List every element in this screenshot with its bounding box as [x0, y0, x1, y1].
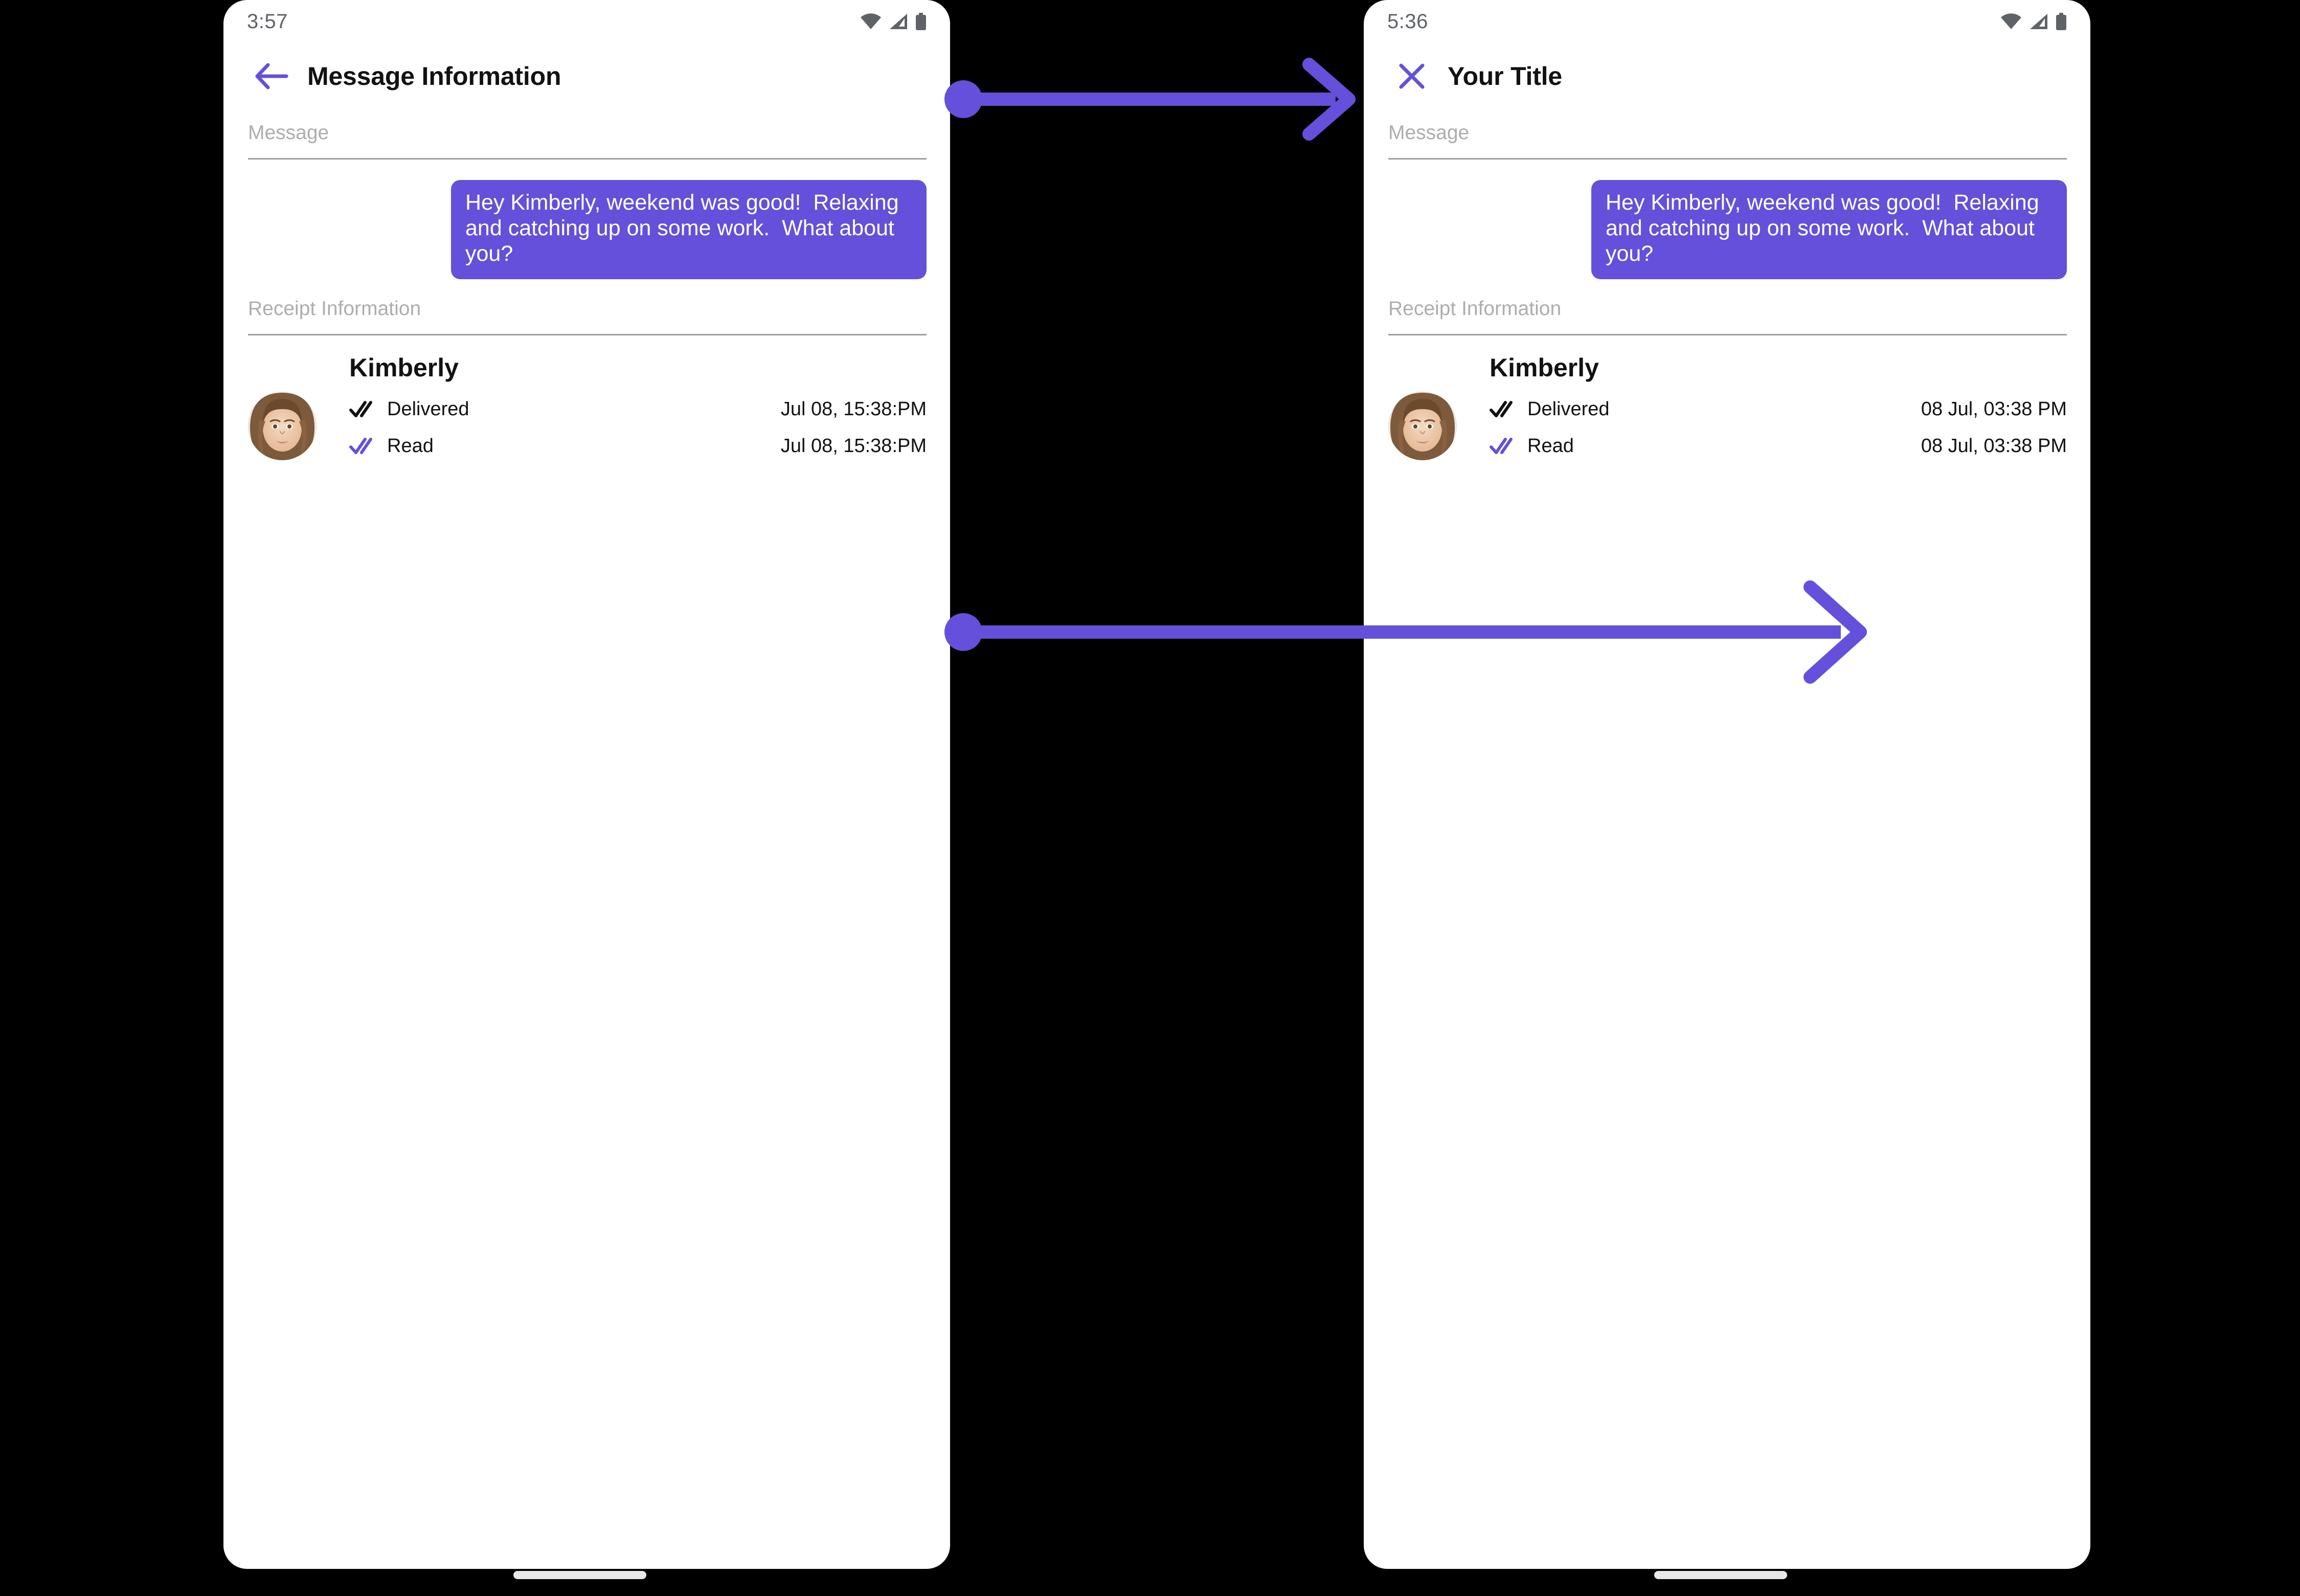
receipt-status-label: Read — [1527, 435, 1574, 457]
home-indicator — [1654, 1571, 1787, 1579]
receipt-rows: Delivered 08 Jul, 03:38 PM Read 08 Jul, … — [1490, 391, 2067, 464]
back-arrow-icon — [255, 63, 288, 89]
divider-receipt — [1388, 333, 2067, 335]
receipt-timestamp: Jul 08, 15:38:PM — [780, 398, 927, 420]
receipt-timestamp: 08 Jul, 03:38 PM — [1921, 435, 2067, 457]
page-title: Your Title — [1448, 62, 1562, 91]
status-bar-time: 3:57 — [247, 10, 288, 33]
receipt-row-delivered: Delivered Jul 08, 15:38:PM — [349, 391, 927, 428]
back-button[interactable] — [247, 52, 296, 101]
receipt-timestamp: Jul 08, 15:38:PM — [780, 435, 927, 457]
cellular-signal-icon — [889, 13, 908, 30]
double-check-icon — [349, 399, 376, 419]
battery-icon — [915, 13, 927, 30]
section-label-receipt: Receipt Information — [1388, 297, 1562, 320]
receipt-row-read: Read 08 Jul, 03:38 PM — [1490, 428, 2067, 464]
page-title: Message Information — [307, 62, 561, 91]
receipt-body: Delivered Jul 08, 15:38:PM Read Jul 08, … — [248, 388, 927, 464]
app-bar: Your Title — [1364, 43, 2090, 109]
double-check-icon — [349, 436, 376, 456]
section-label-message: Message — [248, 122, 329, 144]
wifi-icon — [2000, 13, 2022, 30]
message-bubble: Hey Kimberly, weekend was good! Relaxing… — [1591, 180, 2067, 279]
divider-message — [1388, 158, 2067, 160]
receipt-body: Delivered 08 Jul, 03:38 PM Read 08 Jul, … — [1388, 388, 2067, 464]
divider-receipt — [248, 333, 927, 335]
annotation-arrow-title — [944, 58, 1356, 141]
home-indicator — [513, 1571, 646, 1579]
phone-screen-before: 3:57 Message Information Message — [223, 0, 950, 1569]
battery-icon — [2056, 13, 2067, 30]
status-bar-icons — [860, 13, 927, 30]
receipt-rows: Delivered Jul 08, 15:38:PM Read Jul 08, … — [349, 391, 927, 464]
status-bar: 5:36 — [1364, 0, 2090, 43]
receipt-row-delivered: Delivered 08 Jul, 03:38 PM — [1490, 391, 2067, 428]
message-bubble-row: Hey Kimberly, weekend was good! Relaxing… — [223, 180, 950, 279]
receipt-block: Kimberly — [1364, 355, 2090, 464]
receipt-status-label: Delivered — [1527, 398, 1610, 420]
cellular-signal-icon — [2029, 13, 2048, 30]
double-check-icon — [1490, 399, 1516, 419]
message-bubble: Hey Kimberly, weekend was good! Relaxing… — [451, 180, 927, 279]
wifi-icon — [860, 13, 882, 30]
status-bar-time: 5:36 — [1387, 10, 1428, 33]
close-x-icon — [1397, 61, 1427, 91]
status-bar-icons — [2000, 13, 2067, 30]
receipt-row-read: Read Jul 08, 15:38:PM — [349, 428, 927, 464]
message-bubble-row: Hey Kimberly, weekend was good! Relaxing… — [1364, 180, 2090, 279]
section-label-receipt: Receipt Information — [248, 297, 421, 320]
phone-screen-after: 5:36 Your Title Message Hey Kimberly, we — [1364, 0, 2090, 1569]
section-label-message: Message — [1388, 122, 1470, 144]
app-bar: Message Information — [223, 43, 950, 109]
receipt-contact-name: Kimberly — [349, 353, 459, 382]
receipt-status-label: Delivered — [387, 398, 469, 420]
divider-message — [248, 158, 927, 160]
receipt-contact-name: Kimberly — [1490, 353, 1599, 382]
receipt-status-label: Read — [387, 435, 434, 457]
receipt-timestamp: 08 Jul, 03:38 PM — [1921, 398, 2067, 420]
double-check-icon — [1490, 436, 1516, 456]
avatar — [1388, 391, 1457, 460]
status-bar: 3:57 — [223, 0, 950, 43]
close-button[interactable] — [1387, 52, 1436, 101]
receipt-block: Kimberly — [223, 355, 950, 464]
avatar — [248, 391, 317, 460]
